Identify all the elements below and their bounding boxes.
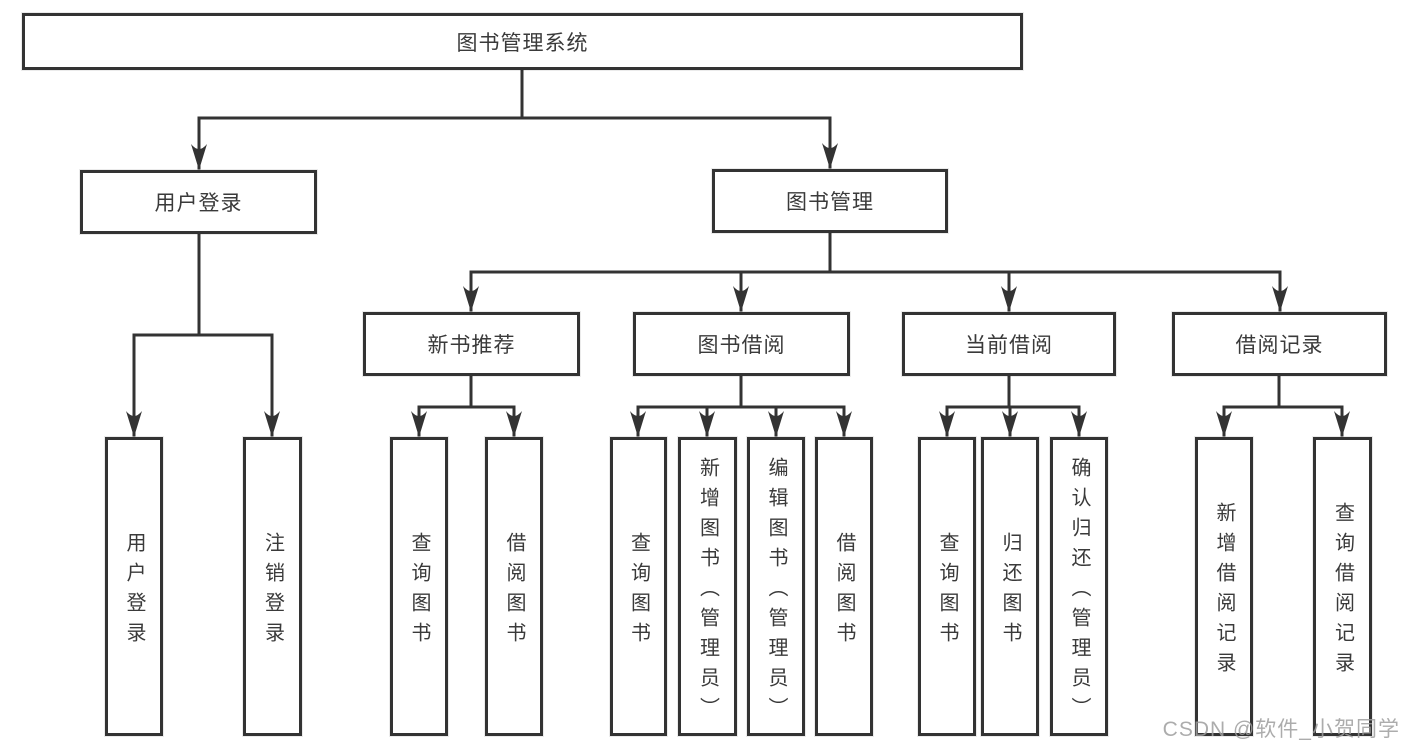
connector-book-management	[463, 230, 1288, 312]
node-leaf-confirm-return-admin: 确认归还（管理员）	[1050, 437, 1108, 736]
node-book-borrow: 图书借阅	[633, 312, 850, 376]
connector-borrow-records	[1216, 374, 1350, 437]
node-leaf-add-borrow-record: 新增借阅记录	[1195, 437, 1253, 736]
node-leaf-borrow-books-1: 借阅图书	[485, 437, 543, 736]
node-leaf-return-books: 归还图书	[981, 437, 1039, 736]
connector-book-borrow	[630, 374, 852, 437]
leaf-label: 查询图书	[936, 531, 958, 652]
node-leaf-query-books-2: 查询图书	[610, 437, 667, 736]
node-leaf-add-book-admin: 新增图书（管理员）	[678, 437, 737, 736]
connector-new-book-recommend	[411, 374, 522, 437]
node-current-borrow: 当前借阅	[902, 312, 1116, 376]
connector-root	[191, 68, 838, 170]
node-leaf-logout: 注销登录	[243, 437, 302, 736]
leaf-label: 查询图书	[627, 531, 650, 652]
node-new-book-recommend: 新书推荐	[363, 312, 580, 376]
leaf-label: 注销登录	[261, 531, 284, 652]
node-user-login: 用户登录	[80, 170, 317, 234]
leaf-label: 用户登录	[123, 531, 145, 652]
connector-user-login	[126, 232, 280, 437]
connector-current-borrow	[939, 374, 1087, 437]
node-leaf-query-borrow-record: 查询借阅记录	[1313, 437, 1372, 736]
node-borrow-records: 借阅记录	[1172, 312, 1387, 376]
leaf-label: 确认归还（管理员）	[1068, 456, 1090, 727]
leaf-label: 查询图书	[408, 531, 430, 652]
node-leaf-query-books-3: 查询图书	[918, 437, 976, 736]
watermark-text: CSDN @软件_小贺同学	[1162, 718, 1400, 741]
leaf-label: 查询借阅记录	[1331, 501, 1354, 682]
leaf-label: 借阅图书	[833, 531, 855, 652]
leaf-label: 新增借阅记录	[1213, 501, 1235, 682]
leaf-label: 新增图书（管理员）	[696, 456, 719, 727]
leaf-label: 借阅图书	[503, 531, 525, 652]
leaf-label: 编辑图书（管理员）	[765, 456, 787, 727]
node-book-management: 图书管理	[712, 169, 948, 233]
node-leaf-query-books-1: 查询图书	[390, 437, 448, 736]
leaf-label: 归还图书	[999, 531, 1021, 652]
node-leaf-borrow-books-2: 借阅图书	[815, 437, 873, 736]
node-leaf-user-login: 用户登录	[105, 437, 163, 736]
node-root: 图书管理系统	[22, 13, 1023, 70]
node-leaf-edit-book-admin: 编辑图书（管理员）	[747, 437, 805, 736]
